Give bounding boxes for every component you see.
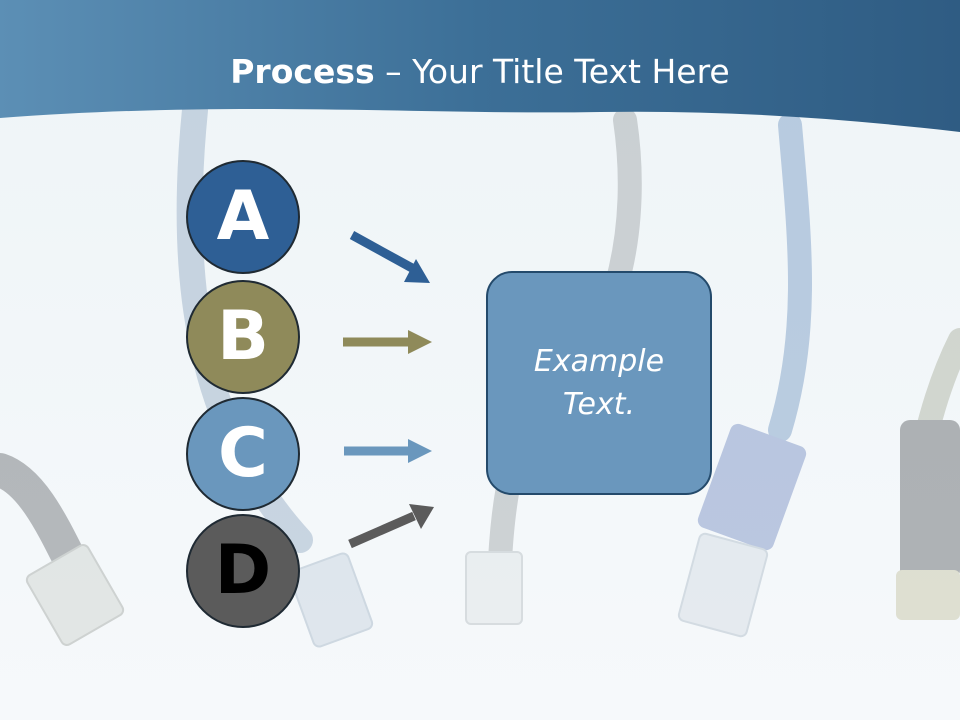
step-b-circle: B — [186, 280, 300, 394]
phone-plug-middle — [465, 551, 523, 625]
rj45-plug-right — [677, 532, 769, 638]
arrow-d — [348, 504, 434, 549]
rj45-boot-right — [697, 423, 807, 551]
step-c-circle: C — [186, 397, 300, 511]
arrow-c — [344, 439, 432, 463]
plug-right-edge — [900, 420, 960, 580]
arrow-a — [349, 231, 430, 283]
step-a-circle: A — [186, 160, 300, 274]
arrow-b — [343, 330, 432, 354]
cable-right-edge — [913, 328, 960, 452]
target-text: Example Text. — [533, 343, 665, 423]
cable-usb-left — [0, 453, 87, 577]
page-title: Process – Your Title Text Here — [0, 52, 960, 91]
target-box: Example Text. — [486, 271, 712, 495]
title-rest: – Your Title Text Here — [374, 52, 730, 91]
title-banner — [0, 0, 960, 132]
rj45-plug-left — [288, 552, 374, 648]
cable-blue-right — [768, 113, 812, 442]
title-bold: Process — [230, 52, 375, 91]
usb-plug-left — [25, 544, 125, 646]
step-d-circle: D — [186, 514, 300, 628]
plug-right-edge-tip — [896, 570, 960, 620]
